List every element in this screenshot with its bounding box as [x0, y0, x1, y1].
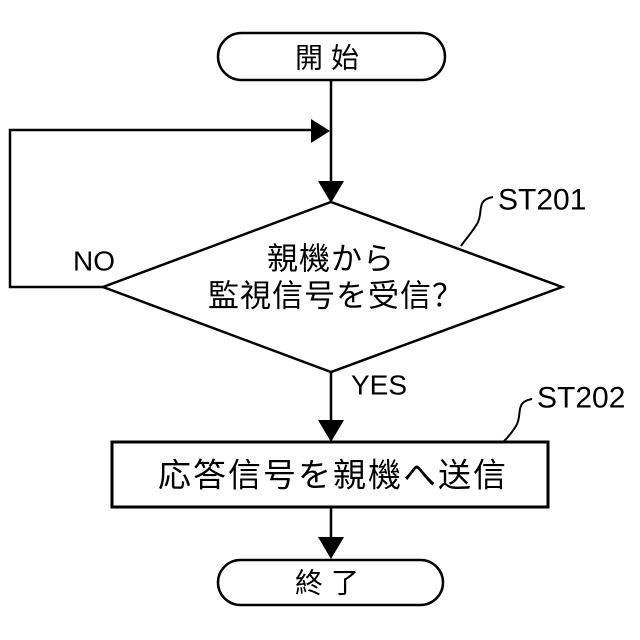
- st202-step-label: ST202: [537, 382, 625, 415]
- st201-leader-line: [460, 196, 494, 247]
- end-label: 終了: [295, 568, 367, 599]
- arrowhead-into-process-icon: [318, 420, 344, 442]
- process-label: 応答信号を親機へ送信: [158, 457, 508, 494]
- start-label: 開始: [295, 43, 367, 74]
- decision-label-line1: 親機から: [267, 242, 395, 277]
- process-box: [110, 440, 550, 509]
- arrowhead-no-loop-junction-icon: [311, 119, 330, 143]
- decision-label-line2: 監視信号を受信？: [208, 279, 464, 314]
- connector-no-loop: [8, 128, 313, 289]
- arrowhead-into-end-icon: [318, 537, 344, 559]
- end-terminal: [216, 558, 445, 607]
- st201-step-label: ST201: [498, 184, 586, 217]
- yes-branch-label: YES: [351, 370, 407, 401]
- decision-diamond: [99, 200, 566, 374]
- no-branch-label: NO: [73, 246, 115, 277]
- arrowhead-into-decision-icon: [318, 181, 344, 203]
- st202-leader-line: [502, 398, 533, 443]
- start-terminal: [216, 31, 447, 82]
